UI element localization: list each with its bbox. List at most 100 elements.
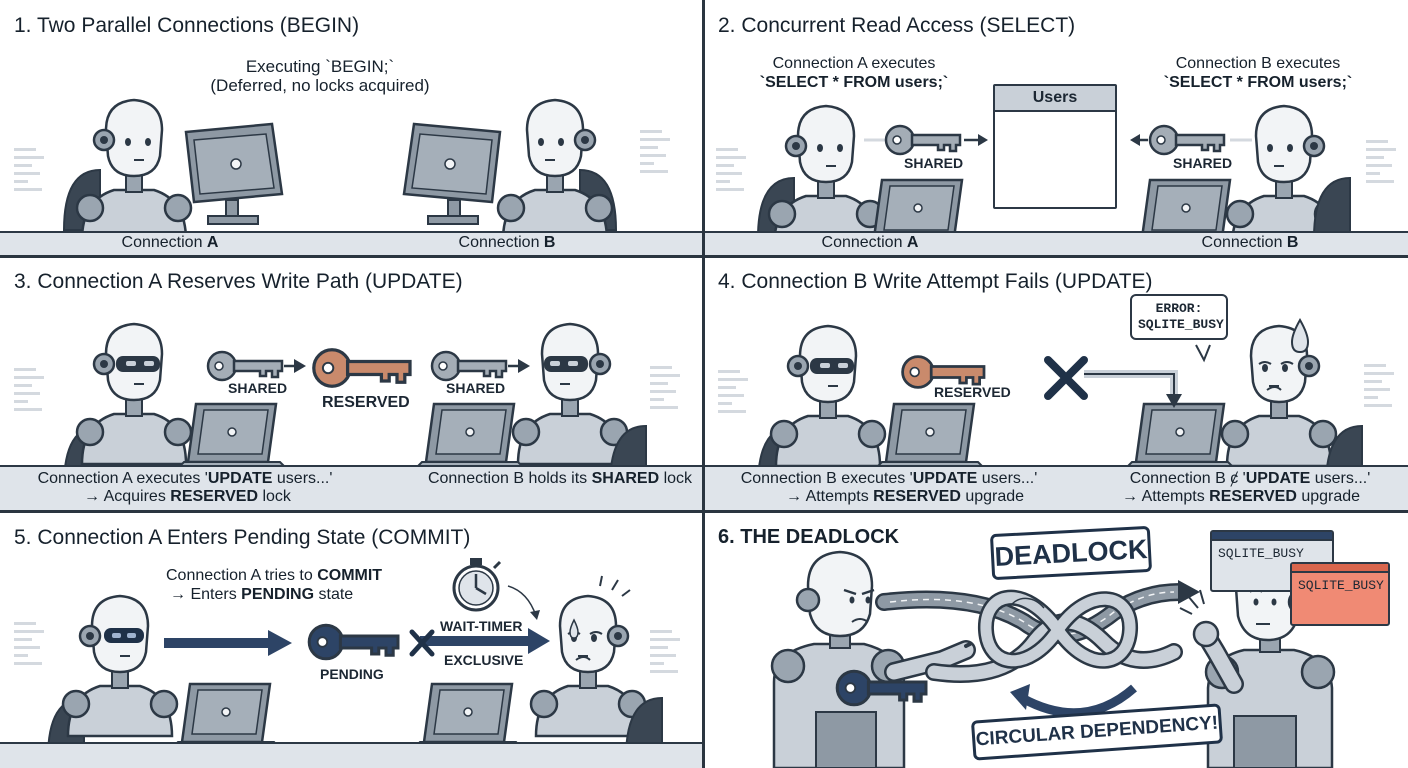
panel-2-caption-a: Connection A bbox=[790, 234, 950, 252]
panel-4-reserved-key-icon bbox=[901, 355, 986, 389]
panel-2-table-title: Users bbox=[995, 86, 1115, 112]
panel-4-sweat-icon bbox=[1290, 317, 1310, 354]
panel-5-title: 5. Connection A Enters Pending State (CO… bbox=[14, 526, 471, 549]
panel-2-note-a: Connection A executes `SELECT * FROM use… bbox=[744, 54, 964, 92]
panel-3-caption-a-line1-suffix: users...' bbox=[272, 470, 333, 487]
panel-5-exclusive-arrow bbox=[409, 628, 550, 657]
panel-1-caption-b-bold: B bbox=[543, 234, 556, 251]
panel-3-caption-a-line1-bold: UPDATE bbox=[207, 470, 273, 487]
panel-3-title: 3. Connection A Reserves Write Path (UPD… bbox=[14, 270, 463, 293]
panel-4-robot-a bbox=[771, 326, 885, 466]
panel-5-stopwatch-icon bbox=[452, 558, 502, 612]
panel-2-note-b-line2: `SELECT * FROM users;` bbox=[1163, 74, 1353, 91]
panel-3-caption-b-suffix: lock bbox=[659, 470, 693, 487]
panel-4-update-b: 4. Connection B Write Attempt Fails (UPD… bbox=[704, 256, 1408, 512]
panel-3-shared-label-right: SHARED bbox=[446, 380, 506, 396]
panel-3-shared-key-right-icon bbox=[430, 350, 530, 382]
panel-6-error-window-1: SQLITE_BUSY bbox=[1210, 530, 1334, 592]
panel-4-caption-a-line1: Connection B executes 'UPDATE users...' bbox=[724, 470, 1054, 488]
panel-2-key-a-label: SHARED bbox=[904, 155, 964, 171]
panel-1-note: Executing `BEGIN;` (Deferred, no locks a… bbox=[190, 57, 450, 95]
panel-2-caption-a-bold: A bbox=[906, 234, 919, 251]
panel-4-caption-a-line2-suffix: upgrade bbox=[960, 488, 1025, 505]
panel-4-x-icon bbox=[1044, 356, 1088, 400]
panel-5-laptop-a bbox=[168, 682, 284, 752]
panel-1-caption-a-prefix: Connection bbox=[121, 234, 207, 251]
panel-5-note-line1-bold: COMMIT bbox=[317, 567, 383, 584]
panel-5-floor bbox=[0, 742, 704, 768]
panel-2-caption-b-prefix: Connection bbox=[1201, 234, 1287, 251]
panel-6-scene bbox=[770, 550, 1336, 768]
panel-2-note-a-line2: `SELECT * FROM users;` bbox=[759, 74, 949, 91]
panel-5-laptop-b bbox=[410, 682, 526, 752]
panel-3-caption-a-line2-bold: RESERVED bbox=[170, 488, 258, 505]
panel-1-caption-a: Connection A bbox=[90, 234, 250, 252]
panel-4-caption-a-line1-suffix: users...' bbox=[977, 470, 1038, 487]
panel-2-key-a-icon bbox=[864, 124, 988, 156]
panel-4-caption-a-line1-bold: UPDATE bbox=[912, 470, 978, 487]
panel-1-monitor-a bbox=[184, 122, 284, 226]
panel-2-caption-a-prefix: Connection bbox=[821, 234, 907, 251]
panel-3-reserved-key-icon bbox=[312, 348, 412, 388]
panel-3-caption-a-line2: → Acquires RESERVED lock bbox=[20, 488, 350, 506]
panel-2-select: 2. Concurrent Read Access (SELECT) Conne… bbox=[704, 0, 1408, 256]
panel-6-infinity-knot bbox=[978, 589, 1138, 669]
panel-5-note-line2-bold: PENDING bbox=[241, 586, 315, 603]
panel-4-caption-b-line2: → Attempts RESERVED upgrade bbox=[1104, 488, 1396, 506]
panel-4-caption-a-line2: → Attempts RESERVED upgrade bbox=[724, 488, 1054, 506]
panel-2-note-a-line1: Connection A executes bbox=[772, 55, 936, 72]
panel-1-title: 1. Two Parallel Connections (BEGIN) bbox=[14, 14, 360, 37]
panel-4-caption-a: Connection B executes 'UPDATE users...' … bbox=[724, 470, 1054, 506]
grid-divider-horizontal-2 bbox=[0, 510, 1408, 513]
panel-3-shared-label-left: SHARED bbox=[228, 380, 288, 396]
panel-2-key-b-label: SHARED bbox=[1173, 155, 1233, 171]
panel-3-floor bbox=[0, 465, 704, 512]
panel-5-note-line1: Connection A tries to COMMIT bbox=[150, 566, 410, 585]
panel-6-cycle-arrow bbox=[1010, 684, 1137, 718]
panel-5-exclusive-label: EXCLUSIVE bbox=[444, 652, 524, 668]
panel-3-shared-key-left-icon bbox=[206, 350, 306, 382]
panel-6-error-text-1: SQLITE_BUSY bbox=[1218, 546, 1304, 561]
panel-4-caption-b: Connection B ȼ 'UPDATE users...' → Attem… bbox=[1104, 470, 1396, 506]
panel-4-title: 4. Connection B Write Attempt Fails (UPD… bbox=[718, 270, 1153, 293]
panel-1-note-line1: Executing `BEGIN;` bbox=[245, 57, 395, 76]
panel-6-title: 6. THE DEADLOCK bbox=[718, 526, 900, 548]
panel-4-caption-b-line1: Connection B ȼ 'UPDATE users...' bbox=[1104, 470, 1396, 488]
panel-2-floor bbox=[704, 231, 1408, 256]
panel-5-robot-a bbox=[61, 594, 179, 738]
panel-3-caption-a-line1-prefix: Connection A executes ' bbox=[37, 470, 208, 487]
panel-4-caption-b-line2-bold: RESERVED bbox=[1209, 488, 1297, 505]
panel-1-scene bbox=[14, 98, 670, 242]
panel-5-scene bbox=[14, 558, 680, 759]
panel-2-note-b-line1: Connection B executes bbox=[1175, 55, 1341, 72]
panel-2-robot-a bbox=[767, 104, 885, 248]
panel-2-caption-b: Connection B bbox=[1170, 234, 1330, 252]
panel-1-robot-b bbox=[496, 98, 614, 242]
panel-3-reserved-label: RESERVED bbox=[322, 394, 410, 411]
panel-2-key-b-icon bbox=[1130, 124, 1252, 156]
panel-2-users-table: Users bbox=[993, 84, 1117, 209]
panel-5-note: Connection A tries to COMMIT → Enters PE… bbox=[150, 566, 410, 604]
panel-4-bubble-line2: SQLITE_BUSY bbox=[1138, 317, 1224, 332]
panel-6-deadlock-stamp: DEADLOCK bbox=[989, 525, 1153, 581]
panel-3-scene bbox=[14, 256, 680, 487]
panel-6-error-text-2: SQLITE_BUSY bbox=[1298, 578, 1384, 593]
panel-4-laptop-a bbox=[872, 402, 988, 472]
panel-1-floor bbox=[0, 231, 704, 256]
panel-6-error-window-2-titlebar bbox=[1292, 564, 1388, 573]
panel-1-noise-left bbox=[14, 148, 44, 191]
panel-1-caption-a-bold: A bbox=[206, 234, 219, 251]
panel-4-caption-b-line1-suffix: users...' bbox=[1310, 470, 1371, 487]
panel-3-caption-a-line1: Connection A executes 'UPDATE users...' bbox=[20, 470, 350, 488]
panel-5-commit: 5. Connection A Enters Pending State (CO… bbox=[0, 512, 704, 768]
panel-1-caption-b-prefix: Connection bbox=[458, 234, 544, 251]
panel-4-caption-a-line2-bold: RESERVED bbox=[873, 488, 961, 505]
panel-1-monitor-b bbox=[402, 122, 502, 226]
panel-1-note-line2: (Deferred, no locks acquired) bbox=[210, 76, 430, 95]
panel-1-begin: 1. Two Parallel Connections (BEGIN) Exec… bbox=[0, 0, 704, 256]
panel-2-title: 2. Concurrent Read Access (SELECT) bbox=[718, 14, 1076, 37]
panel-4-floor bbox=[704, 465, 1408, 512]
panel-2-caption-b-bold: B bbox=[1286, 234, 1299, 251]
panel-3-caption-a: Connection A executes 'UPDATE users...' … bbox=[20, 470, 350, 506]
panel-6-error-window-1-titlebar bbox=[1212, 532, 1332, 541]
